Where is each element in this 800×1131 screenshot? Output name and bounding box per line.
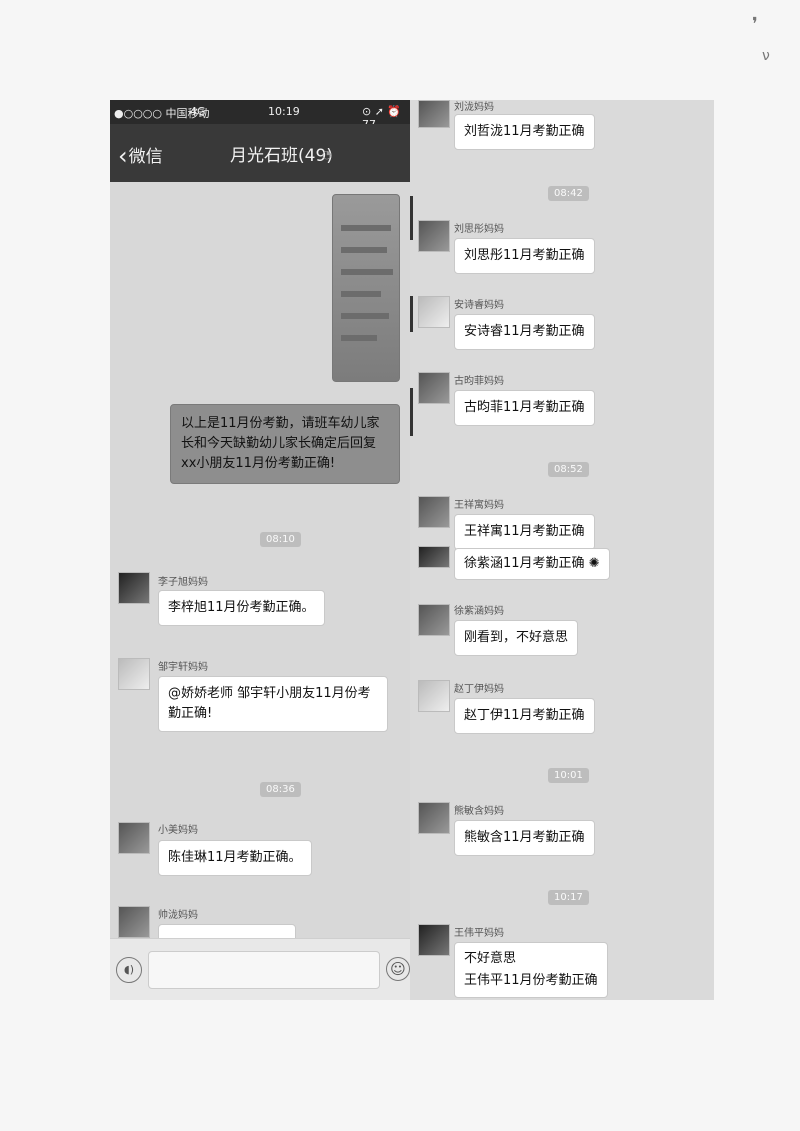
announcement-bubble[interactable]: 以上是11月份考勤，请班车幼儿家长和今天缺勤幼儿家长确定后回复xx小朋友11月份… bbox=[170, 404, 400, 484]
voice-icon[interactable]: ◖) bbox=[116, 957, 142, 983]
message-bubble[interactable]: 古昀菲11月考勤正确 bbox=[454, 390, 595, 426]
right-chat-column: 刘泷妈妈 刘哲泷11月考勤正确 08:42 刘思彤妈妈 刘思彤11月考勤正确 安… bbox=[410, 100, 714, 1000]
message-bubble[interactable]: 不好意思 王伟平11月份考勤正确 bbox=[454, 942, 608, 998]
avatar[interactable] bbox=[418, 100, 450, 128]
sender-name: 赵丁伊妈妈 bbox=[454, 684, 504, 695]
sun-icon: ✺ bbox=[588, 556, 600, 571]
avatar[interactable] bbox=[118, 658, 150, 690]
avatar[interactable] bbox=[118, 572, 150, 604]
avatar[interactable] bbox=[418, 546, 450, 568]
input-bar: ◖) ☺ bbox=[110, 938, 410, 1000]
chat-title: 月光石班(49) bbox=[230, 146, 333, 166]
wechat-screenshot: ●○○○○ 中国移动 4G 10:19 ⊙ ➚ ⏰ 77 ‹微信 月光石班(49… bbox=[110, 100, 714, 1000]
message-line: 王伟平11月份考勤正确 bbox=[464, 973, 598, 988]
message-bubble[interactable]: 徐紫涵11月考勤正确 ✺ bbox=[454, 548, 610, 580]
avatar[interactable] bbox=[418, 220, 450, 252]
image-message[interactable] bbox=[332, 194, 400, 382]
network-label: 4G bbox=[190, 105, 206, 118]
sender-name: 王伟平妈妈 bbox=[454, 928, 504, 939]
chevron-left-icon: ‹ bbox=[118, 142, 128, 170]
sender-name: 熊敏含妈妈 bbox=[454, 806, 504, 817]
mute-icon: ◔ bbox=[322, 148, 332, 161]
sender-name: 李子旭妈妈 bbox=[158, 577, 208, 588]
message-bubble[interactable]: 李梓旭11月份考勤正确。 bbox=[158, 590, 325, 626]
message-line: 不好意思 bbox=[464, 951, 517, 966]
avatar[interactable] bbox=[418, 372, 450, 404]
sender-name: 刘泷妈妈 bbox=[454, 102, 494, 113]
message-input[interactable] bbox=[148, 951, 380, 989]
scan-mark: ❜ν bbox=[752, 14, 770, 64]
message-bubble[interactable]: 熊敏含11月考勤正确 bbox=[454, 820, 595, 856]
message-bubble[interactable]: @娇娇老师 邹宇轩小朋友11月份考勤正确! bbox=[158, 676, 388, 732]
left-chat-column: ●○○○○ 中国移动 4G 10:19 ⊙ ➚ ⏰ 77 ‹微信 月光石班(49… bbox=[110, 100, 410, 1000]
divider bbox=[410, 296, 413, 332]
sender-name: 帅泷妈妈 bbox=[158, 910, 198, 921]
timestamp: 08:36 bbox=[260, 782, 301, 797]
message-bubble[interactable]: 刘思彤11月考勤正确 bbox=[454, 238, 595, 274]
timestamp: 10:17 bbox=[548, 890, 589, 905]
avatar[interactable] bbox=[418, 496, 450, 528]
status-bar: ●○○○○ 中国移动 4G 10:19 ⊙ ➚ ⏰ 77 bbox=[110, 100, 410, 131]
avatar[interactable] bbox=[418, 604, 450, 636]
sender-name: 古昀菲妈妈 bbox=[454, 376, 504, 387]
sender-name: 小美妈妈 bbox=[158, 825, 198, 836]
clock-label: 10:19 bbox=[268, 105, 300, 118]
timestamp: 08:52 bbox=[548, 462, 589, 477]
emoji-icon[interactable]: ☺ bbox=[386, 957, 410, 981]
message-text: 徐紫涵11月考勤正确 bbox=[464, 556, 585, 571]
sender-name: 王祥寓妈妈 bbox=[454, 500, 504, 511]
timestamp: 08:10 bbox=[260, 532, 301, 547]
divider bbox=[410, 196, 413, 240]
back-label: 微信 bbox=[128, 147, 163, 167]
message-bubble[interactable]: 赵丁伊11月考勤正确 bbox=[454, 698, 595, 734]
back-button[interactable]: ‹微信 bbox=[118, 140, 163, 170]
timestamp: 08:42 bbox=[548, 186, 589, 201]
avatar[interactable] bbox=[418, 802, 450, 834]
sender-name: 安诗睿妈妈 bbox=[454, 300, 504, 311]
message-bubble[interactable]: 安诗睿11月考勤正确 bbox=[454, 314, 595, 350]
message-bubble[interactable]: 陈佳琳11月考勤正确。 bbox=[158, 840, 312, 876]
timestamp: 10:01 bbox=[548, 768, 589, 783]
nav-bar: ‹微信 月光石班(49) ◔ bbox=[110, 124, 410, 182]
sender-name: 邹宇轩妈妈 bbox=[158, 662, 208, 673]
message-bubble[interactable]: 刘哲泷11月考勤正确 bbox=[454, 114, 595, 150]
avatar[interactable] bbox=[418, 296, 450, 328]
carrier-label: ●○○○○ 中国移动 bbox=[114, 107, 210, 120]
sender-name: 刘思彤妈妈 bbox=[454, 224, 504, 235]
avatar[interactable] bbox=[418, 680, 450, 712]
avatar[interactable] bbox=[418, 924, 450, 956]
message-bubble[interactable]: 刚看到，不好意思 bbox=[454, 620, 579, 656]
divider bbox=[410, 388, 413, 436]
avatar[interactable] bbox=[118, 822, 150, 854]
sender-name: 徐紫涵妈妈 bbox=[454, 606, 504, 617]
avatar[interactable] bbox=[118, 906, 150, 938]
message-bubble[interactable]: 王祥寓11月考勤正确 bbox=[454, 514, 595, 550]
